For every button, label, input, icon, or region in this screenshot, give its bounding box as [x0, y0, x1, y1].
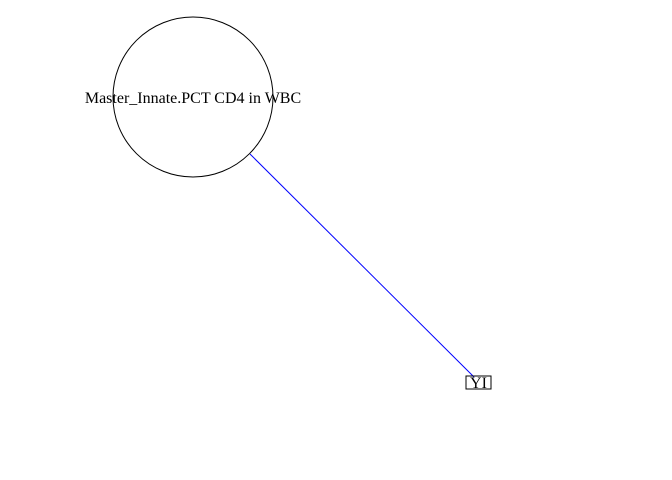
node-n1-circle	[112, 16, 274, 178]
node-n2-box	[465, 375, 492, 390]
edge-n1-to-n2	[249, 153, 475, 378]
node-n1-label: Master_Innate.PCT CD4 in WBC	[85, 90, 301, 107]
node-n2-label: YI	[470, 375, 487, 392]
